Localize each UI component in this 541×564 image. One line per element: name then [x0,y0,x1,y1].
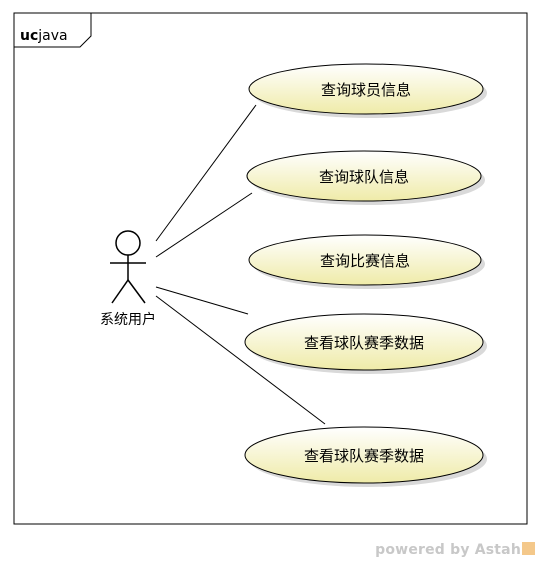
associations [155,104,326,425]
use-case-ellipse [248,234,482,286]
association-line [155,192,253,258]
frame-tab [14,13,92,48]
use-case-ellipse [244,426,484,484]
actor-head [115,230,141,256]
actor[interactable]: 系统用户 [100,230,156,328]
use-case-ellipse [248,63,484,115]
use-case-5[interactable]: 查看球队赛季数据 [244,426,487,487]
association-line [155,104,257,242]
use-case-label: 查询球队信息 [319,168,409,186]
actor-right-leg [127,279,146,304]
astah-logo-icon [522,542,535,555]
use-case-label: 查看球队赛季数据 [304,334,424,352]
use-case-label: 查询比赛信息 [320,252,410,270]
astah-watermark: powered by Astah [375,542,535,558]
actor-left-leg [111,279,129,304]
use-case-1[interactable]: 查询球员信息 [248,63,487,118]
svg-text:ucjava: ucjava [20,28,68,44]
use-case-4[interactable]: 查看球队赛季数据 [244,313,487,374]
association-line [155,286,249,315]
frame-name-label: java [37,28,67,44]
watermark-text: powered by Astah [375,542,521,558]
use-case-label: 查看球队赛季数据 [304,447,424,465]
association-line [155,295,326,425]
actor-name: 系统用户 [100,311,156,328]
use-case-2[interactable]: 查询球队信息 [246,150,485,205]
diagram-frame: ucjava [13,12,528,525]
use-case-label: 查询球员信息 [321,81,411,99]
use-case-3[interactable]: 查询比赛信息 [248,234,485,289]
frame-border [13,12,528,525]
frame-kind-label: uc [20,28,38,44]
use-case-ellipse [246,150,482,202]
use-case-ellipse [244,313,484,371]
